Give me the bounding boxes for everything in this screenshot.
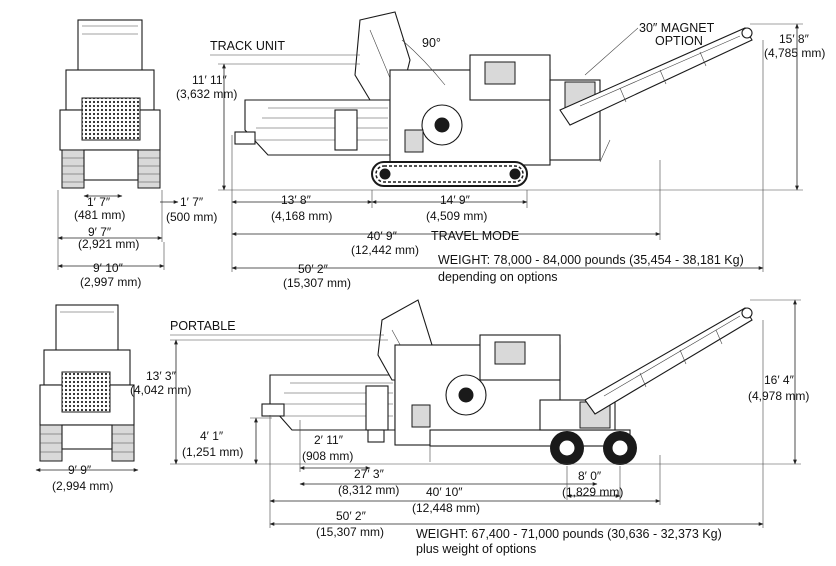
axle-ft: 8′ 0″ <box>578 469 602 483</box>
body-len-ft-top: 40′ 9″ <box>367 229 398 243</box>
body-len-ft-bottom: 40′ 10″ <box>426 485 463 499</box>
outer-width-mm: (2,997 mm) <box>80 275 141 289</box>
track-gauge-mm: (481 mm) <box>74 208 125 222</box>
kingpin-mm: (8,312 mm) <box>338 483 399 497</box>
portable-front-view <box>39 304 135 462</box>
width-mm-bottom: (2,994 mm) <box>52 479 113 493</box>
conv-height-ft-bottom: 16′ 4″ <box>764 373 795 387</box>
inner-width-mm: (2,921 mm) <box>78 237 139 251</box>
angle-label: 90° <box>422 36 441 50</box>
axle-mm: (1,829 mm) <box>562 485 623 499</box>
front-height-mm: (1,251 mm) <box>182 445 243 459</box>
total-len-ft-bottom: 50′ 2″ <box>336 509 367 523</box>
height-mm-bottom: (4,042 mm) <box>130 383 191 397</box>
total-len-mm-top: (15,307 mm) <box>283 276 351 290</box>
clearance-ft: 1′ 7″ <box>180 195 204 209</box>
conv-height-mm-bottom: (4,978 mm) <box>748 389 809 403</box>
portable-side-view <box>261 299 753 465</box>
magnet-label-line1: 30″ MAGNET <box>639 21 715 35</box>
total-len-ft-top: 50′ 2″ <box>298 262 329 276</box>
height-ft-bottom: 13′ 3″ <box>146 369 177 383</box>
track-unit-front-view <box>59 19 161 189</box>
weight-line1-bottom: WEIGHT: 67,400 - 71,000 pounds (30,636 -… <box>416 527 722 541</box>
side-dimension-lines-bottom <box>170 299 801 528</box>
weight-line1-top: WEIGHT: 78,000 - 84,000 pounds (35,454 -… <box>438 253 744 267</box>
track-unit-label: TRACK UNIT <box>210 39 285 53</box>
weight-line2-bottom: plus weight of options <box>416 542 536 556</box>
magnet-label-line2: OPTION <box>655 34 703 48</box>
track-unit-side-view <box>234 11 753 187</box>
body-len-mm-bottom: (12,448 mm) <box>412 501 480 515</box>
track-gauge-ft: 1′ 7″ <box>87 195 111 209</box>
weight-line2-top: depending on options <box>438 270 558 284</box>
travel-mode-label: TRAVEL MODE <box>431 229 519 243</box>
height-ft-top: 11′ 11″ <box>192 73 227 87</box>
angle-arc <box>401 39 446 86</box>
height-mm-top: (3,632 mm) <box>176 87 237 101</box>
conv-height-mm-top: (4,785 mm) <box>764 46 825 60</box>
front-over-mm: (908 mm) <box>302 449 353 463</box>
portable-label: PORTABLE <box>170 319 236 333</box>
body-len-mm-top: (12,442 mm) <box>351 243 419 257</box>
front-len-ft: 13′ 8″ <box>281 193 312 207</box>
outer-width-ft: 9′ 10″ <box>93 261 124 275</box>
kingpin-ft: 27′ 3″ <box>354 467 385 481</box>
inner-width-ft: 9′ 7″ <box>88 225 112 239</box>
track-len-ft: 14′ 9″ <box>440 193 471 207</box>
clearance-mm: (500 mm) <box>166 210 217 224</box>
front-height-ft: 4′ 1″ <box>200 429 224 443</box>
front-over-ft: 2′ 11″ <box>314 433 344 447</box>
magnet-leader <box>584 27 639 76</box>
total-len-mm-bottom: (15,307 mm) <box>316 525 384 539</box>
side-dimension-lines-top <box>160 23 803 272</box>
front-len-mm: (4,168 mm) <box>271 209 332 223</box>
conv-height-ft-top: 15′ 8″ <box>779 32 810 46</box>
front-dimension-lines <box>57 190 165 270</box>
track-len-mm: (4,509 mm) <box>426 209 487 223</box>
width-ft-bottom: 9′ 9″ <box>68 463 92 477</box>
